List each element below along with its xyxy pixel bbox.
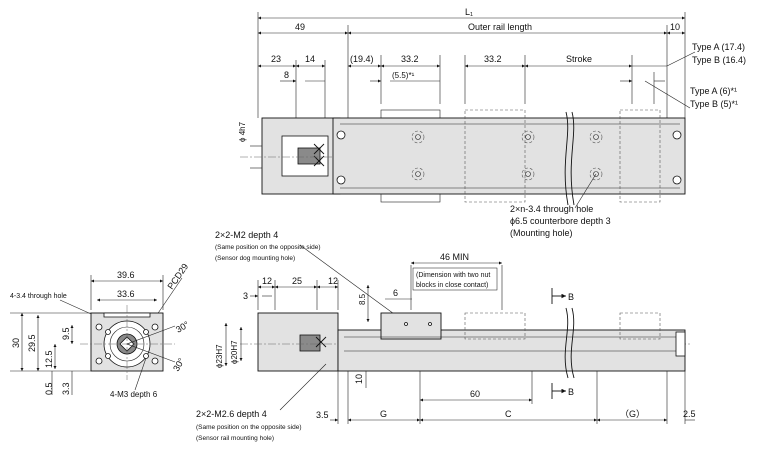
hole-callout-2: ϕ6.5 counterbore depth 3 [510, 216, 611, 226]
dim-L1: L₁ [465, 7, 473, 17]
dim-10-top: 10 [670, 22, 680, 32]
angle-30-top: 30° [174, 319, 191, 335]
hole-callout-1: 2×n-3.4 through hole [510, 204, 593, 214]
dim-5-5: (5.5)*¹ [392, 71, 415, 80]
dim-9-5: 9.5 [61, 327, 71, 340]
side-view: 2×2-M2 depth 4 (Same position on the opp… [196, 230, 696, 442]
dim-39-6: 39.6 [117, 270, 135, 280]
dim-outer-rail-length: Outer rail length [468, 22, 532, 32]
dim-3-5: 3.5 [316, 410, 329, 420]
m2-callout-3: (Sensor dog mounting hole) [215, 255, 295, 262]
dim-8: 8 [284, 70, 289, 80]
type-b-5: Type B (5)*¹ [690, 99, 738, 109]
dim-25: 25 [292, 276, 302, 286]
dim-6: 6 [393, 288, 398, 298]
m2-callout-1: 2×2-M2 depth 4 [215, 230, 278, 240]
dim-10-side: 10 [354, 374, 364, 384]
section-b-bottom: B [568, 387, 574, 397]
type-a-17-4: Type A (17.4) [692, 42, 745, 52]
min-note-1: (Dimension with two nut [416, 272, 490, 279]
dim-3-3: 3.3 [61, 382, 71, 395]
dim-33-6: 33.6 [117, 289, 135, 299]
dim-30: 30 [11, 338, 21, 348]
dim-19-4: (19.4) [350, 54, 374, 64]
m2-6-callout-1: 2×2-M2.6 depth 4 [196, 409, 267, 419]
m2-6-callout-3: (Sensor rail mounting hole) [196, 435, 274, 442]
mounting-holes [411, 130, 603, 181]
dim-3: 3 [243, 291, 248, 301]
dim-60: 60 [470, 389, 480, 399]
m3-depth-label: 4-M3 depth 6 [110, 390, 158, 399]
end-view: 39.6 33.6 PCD29 4-3.4 through hole 30° 3… [10, 262, 191, 399]
type-b-16-4: Type B (16.4) [692, 55, 746, 65]
through-hole-label: 4-3.4 through hole [10, 293, 67, 300]
dim-33-2-a: 33.2 [401, 54, 419, 64]
dim-12-5: 12.5 [44, 350, 54, 368]
dim-12-a: 12 [262, 276, 272, 286]
pcd29: PCD29 [165, 262, 190, 292]
min-note-2: blocks in close contact) [416, 282, 488, 289]
dim-12-b: 12 [328, 276, 338, 286]
min-46: 46 MIN [440, 252, 469, 262]
section-b-top: B [568, 292, 574, 302]
dim-49: 49 [295, 22, 305, 32]
m2-6-callout-2: (Same position on the opposite side) [196, 424, 302, 431]
dim-2-5: 2.5 [683, 409, 696, 419]
side-motor-housing [257, 312, 339, 372]
dim-33-2-b: 33.2 [484, 54, 502, 64]
top-view: L₁ 49 Outer rail length 10 23 14 (19.4) … [238, 7, 746, 238]
shaft-diameter: ϕ 4h7 [238, 121, 247, 142]
dim-0-5: 0.5 [44, 382, 54, 395]
dim-G-paren: （G） [620, 409, 645, 419]
hole-callout-3: (Mounting hole) [510, 228, 573, 238]
type-a-6: Type A (6)*¹ [690, 86, 737, 96]
dim-29-5: 29.5 [27, 334, 37, 352]
outer-rail [332, 117, 686, 195]
dia-20h7: ϕ20H7 [230, 340, 239, 364]
angle-30-bottom: 30° [171, 356, 187, 373]
dim-stroke: Stroke [566, 54, 592, 64]
nut-block [380, 312, 442, 340]
dim-23: 23 [271, 54, 281, 64]
dim-G: G [380, 409, 387, 419]
dim-C: C [505, 409, 512, 419]
dim-14: 14 [305, 54, 315, 64]
dim-8-5: 8.5 [358, 293, 367, 305]
m2-callout-2: (Same position on the opposite side) [215, 244, 321, 251]
dia-23h7: ϕ23H7 [215, 344, 224, 368]
